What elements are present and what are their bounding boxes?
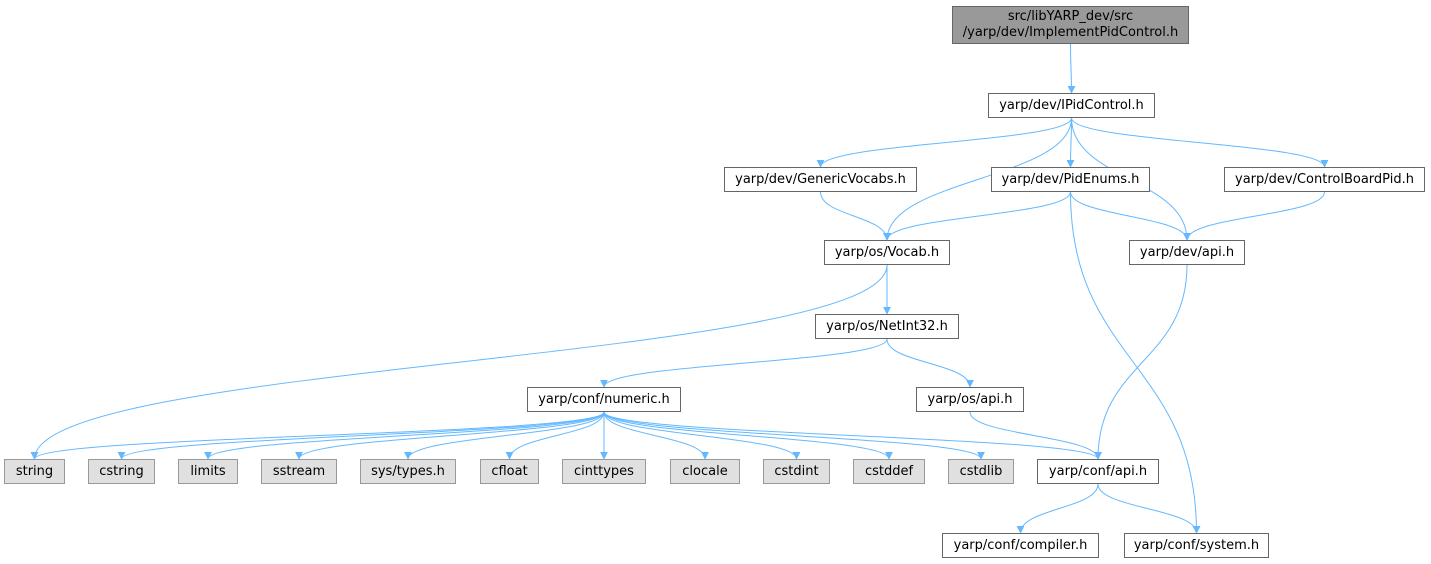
node-cfloat: cfloat	[480, 459, 539, 484]
edge-vocab-to-string	[30, 264, 888, 460]
edge-numeric-to-cstddef	[603, 411, 893, 460]
node-vocab[interactable]: yarp/os/Vocab.h	[824, 240, 950, 265]
node-pidenums[interactable]: yarp/dev/PidEnums.h	[991, 167, 1150, 192]
node-cstring: cstring	[88, 459, 155, 484]
edge-numeric-to-cstdint	[603, 411, 801, 460]
edge-numeric-to-cstdlib	[603, 411, 985, 460]
node-conf-numeric[interactable]: yarp/conf/numeric.h	[527, 387, 681, 412]
edge-numeric-to-cstring	[117, 411, 605, 460]
node-cstddef: cstddef	[853, 459, 925, 484]
node-os-api[interactable]: yarp/os/api.h	[916, 387, 1024, 412]
edge-devapi-to-confapi	[1094, 264, 1188, 460]
node-cstdint: cstdint	[763, 459, 830, 484]
edge-numeric-to-limits	[204, 411, 605, 460]
root-file-path-line1: src/libYARP_dev/src	[1007, 9, 1134, 24]
edge-numeric-to-string	[30, 411, 605, 460]
edge-numeric-to-cfloat	[505, 411, 605, 460]
edge-ipidcontrol-to-genericvocabs	[816, 117, 1072, 168]
edge-netint32-to-osapi	[886, 338, 974, 388]
node-genericvocabs[interactable]: yarp/dev/GenericVocabs.h	[724, 167, 917, 192]
node-controlboardpid[interactable]: yarp/dev/ControlBoardPid.h	[1224, 167, 1425, 192]
edge-pidenums-to-vocab	[883, 191, 1071, 241]
node-cinttypes: cinttypes	[562, 459, 646, 484]
node-netint32[interactable]: yarp/os/NetInt32.h	[815, 314, 959, 339]
node-sstream: sstream	[261, 459, 337, 484]
edge-numeric-to-systypes	[404, 411, 605, 460]
edge-genericvocabs-to-vocab	[820, 191, 891, 241]
node-cstdlib: cstdlib	[948, 459, 1014, 484]
edge-ipidcontrol-to-controlboardpid	[1071, 117, 1329, 168]
edge-confapi-to-compiler	[1016, 483, 1099, 534]
edge-numeric-to-confapi	[603, 411, 1102, 460]
edge-root-to-ipidcontrol	[1067, 43, 1076, 94]
edge-pidenums-to-system	[1070, 191, 1201, 534]
edge-controlboardpid-to-devapi	[1183, 191, 1325, 241]
node-conf-system[interactable]: yarp/conf/system.h	[1124, 533, 1269, 558]
node-ipidcontrol[interactable]: yarp/dev/IPidControl.h	[988, 93, 1155, 118]
edge-pidenums-to-devapi	[1070, 191, 1191, 241]
node-conf-api[interactable]: yarp/conf/api.h	[1037, 459, 1159, 484]
root-file-path-line2: /yarp/dev/ImplementPidControl.h	[962, 25, 1179, 40]
edge-confapi-to-system	[1097, 483, 1201, 534]
edge-numeric-to-sstream	[295, 411, 605, 460]
node-clocale: clocale	[670, 459, 740, 484]
node-string: string	[4, 459, 65, 484]
node-conf-compiler[interactable]: yarp/conf/compiler.h	[942, 533, 1099, 558]
edge-ipidcontrol-to-vocab	[883, 117, 1072, 241]
node-root-file: src/libYARP_dev/src /yarp/dev/ImplementP…	[952, 6, 1189, 44]
edge-netint32-to-numeric	[600, 338, 888, 388]
node-sys-types: sys/types.h	[360, 459, 456, 484]
node-limits: limits	[178, 459, 238, 484]
edge-osapi-to-confapi	[969, 411, 1102, 460]
edge-numeric-to-clocale	[603, 411, 709, 460]
node-dev-api[interactable]: yarp/dev/api.h	[1129, 240, 1245, 265]
